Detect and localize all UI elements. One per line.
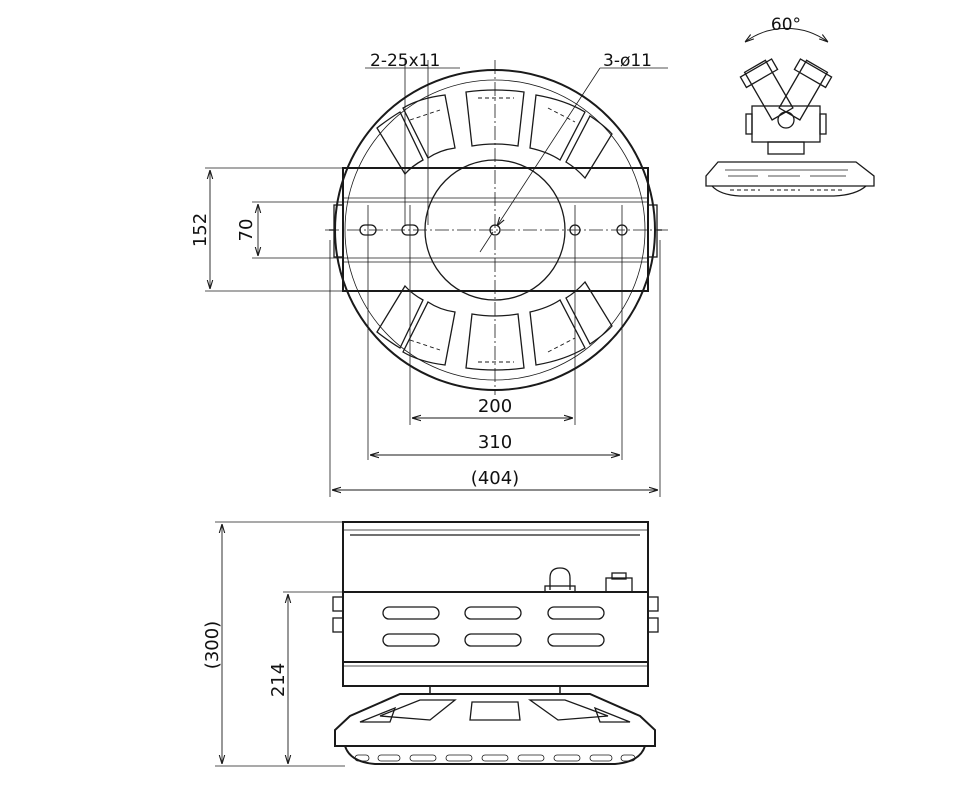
driver-vents — [382, 606, 605, 647]
top-fins — [376, 89, 613, 180]
eyebolt — [549, 567, 571, 590]
left-knob — [333, 204, 344, 258]
dim-404-label: (404) — [471, 468, 519, 489]
driver-box — [342, 591, 649, 663]
side-bracket — [342, 521, 649, 593]
dim-200-label: 200 — [478, 396, 512, 417]
dim-310-label: 310 — [478, 432, 512, 453]
slot-callout: 2-25x11 — [370, 51, 440, 71]
dim-214-label: 214 — [268, 663, 289, 697]
hole-callout: 3-ø11 — [603, 51, 652, 71]
cable-connector — [605, 577, 633, 593]
angle-view: 60° — [705, 15, 875, 197]
angle-arc — [745, 28, 828, 42]
side-view: (300) 214 — [202, 521, 659, 767]
angle-label: 60° — [771, 15, 801, 35]
dim-300-label: (300) — [202, 621, 223, 669]
lens-slots — [354, 754, 636, 762]
dim-70-label: 70 — [236, 219, 257, 242]
mounting-bracket — [342, 167, 649, 292]
bottom-fins — [376, 280, 613, 371]
top-view: 2-25x11 3-ø11 152 70 200 310 (404) — [190, 51, 668, 497]
right-knob — [647, 204, 658, 258]
lamp-body — [334, 693, 656, 747]
dim-152-label: 152 — [190, 213, 211, 247]
